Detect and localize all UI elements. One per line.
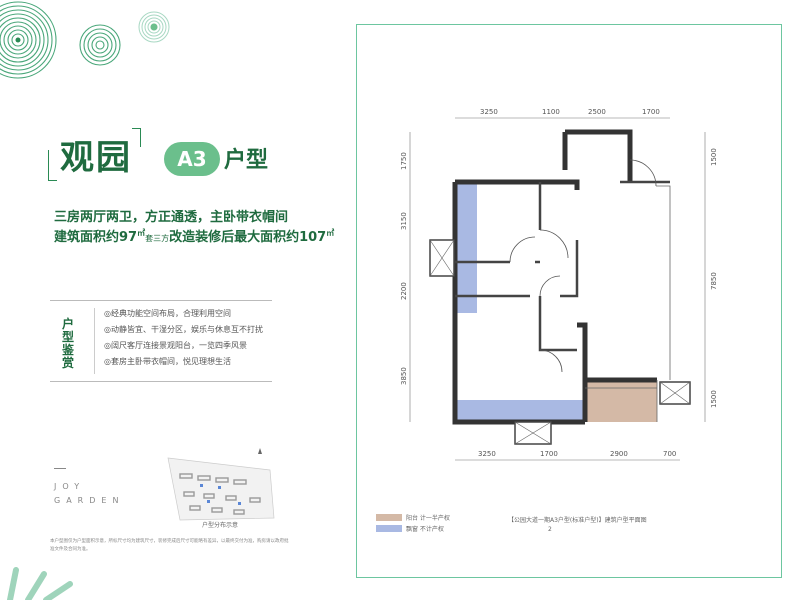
site-plan-caption: 户型分布示意: [202, 522, 239, 529]
legend-label-bay-window: 飘窗 不计产权: [406, 526, 444, 533]
tagline-2: 建筑面积约97㎡套三方改造装修后最大面积约107㎡: [54, 226, 334, 245]
exterior-walls: [452, 129, 657, 425]
door-swings: [509, 159, 657, 373]
dim-right: 7850: [710, 272, 718, 290]
dim-top: 3250: [480, 108, 498, 116]
dim-bottom: 700: [663, 450, 676, 458]
concentric-circles-decoration: [0, 1, 170, 79]
dim-left: 1750: [400, 152, 408, 170]
feature-divider: [94, 308, 95, 374]
brand-line-1: JOY: [54, 482, 86, 491]
dim-left: 3150: [400, 212, 408, 230]
feature-item: ◎阔尺客厅连接景观阳台，一览四季风景: [104, 341, 247, 350]
feature-item: ◎经典功能空间布局，合理利用空间: [104, 309, 231, 318]
dim-right: 1500: [710, 148, 718, 166]
balcony-area: [585, 380, 657, 422]
feature-tag: 户型鉴赏: [62, 317, 75, 370]
tagline-2-unit-b: ㎡: [326, 228, 335, 238]
fine-print: 本户型图仅为户型面积示意，所标尺寸均为建筑尺寸，装修完成后尺寸可能略有差异，以最…: [50, 539, 289, 552]
site-plan-map: [167, 448, 275, 521]
dim-bottom: 1700: [540, 450, 558, 458]
dim-left: 3850: [400, 367, 408, 385]
title-bracket-right: [132, 128, 141, 147]
dim-top: 2500: [588, 108, 606, 116]
floor-plan: 3250 1100 2500 1700 3250 1700 2900 700 1…: [400, 108, 718, 461]
dim-top: 1100: [542, 108, 560, 116]
dimension-lines: [409, 117, 706, 461]
legend-label-balcony: 阳台 计一半产权: [406, 515, 450, 522]
tagline-1: 三房两厅两卫，方正通透，主卧带衣帽间: [54, 210, 289, 225]
dim-bottom: 2900: [610, 450, 628, 458]
dim-top: 1700: [642, 108, 660, 116]
corner-rays-decoration: [7, 567, 73, 600]
legend-swatch-bay-window: [376, 525, 402, 532]
feature-item: ◎套房主卧带衣帽间，悦见理想生活: [104, 357, 231, 366]
tagline-2-note: 套三方: [145, 234, 170, 243]
feature-list: ◎经典功能空间布局，合理利用空间 ◎动静皆宜、干湿分区，娱乐与休息互不打扰 ◎阔…: [104, 306, 263, 370]
page-number: 2: [548, 526, 552, 533]
outer-lines: [585, 185, 671, 422]
feature-box: [50, 300, 272, 382]
plan-frame: [356, 24, 782, 578]
tagline-2-text: 建筑面积约97: [54, 230, 138, 245]
ac-hatching: [429, 239, 691, 445]
title-bracket-left: [48, 150, 57, 181]
tagline-2-text-b: 改造装修后最大面积约107: [169, 230, 327, 245]
unit-type-badge: A3: [164, 142, 220, 176]
feature-item: ◎动静皆宜、干湿分区，娱乐与休息互不打扰: [104, 325, 263, 334]
title-main: 观园: [60, 138, 132, 178]
plan-caption: 【公园大道一期A3户型(标准户型)】建筑户型平面图: [508, 517, 647, 524]
title-suffix: 户型: [224, 148, 269, 173]
tagline-2-unit: ㎡: [137, 228, 146, 238]
unit-title: 观园 A3 户型: [60, 130, 280, 190]
bay-window-area: [455, 182, 477, 313]
dim-bottom: 3250: [478, 450, 496, 458]
dim-left: 2200: [400, 282, 408, 300]
dim-right: 1500: [710, 390, 718, 408]
legend-swatch-balcony: [376, 514, 402, 521]
brand-mark-line: [54, 468, 66, 469]
brand-line-2: GARDEN: [54, 496, 125, 505]
bay-window-area: [455, 400, 583, 420]
interior-walls: [455, 180, 670, 352]
